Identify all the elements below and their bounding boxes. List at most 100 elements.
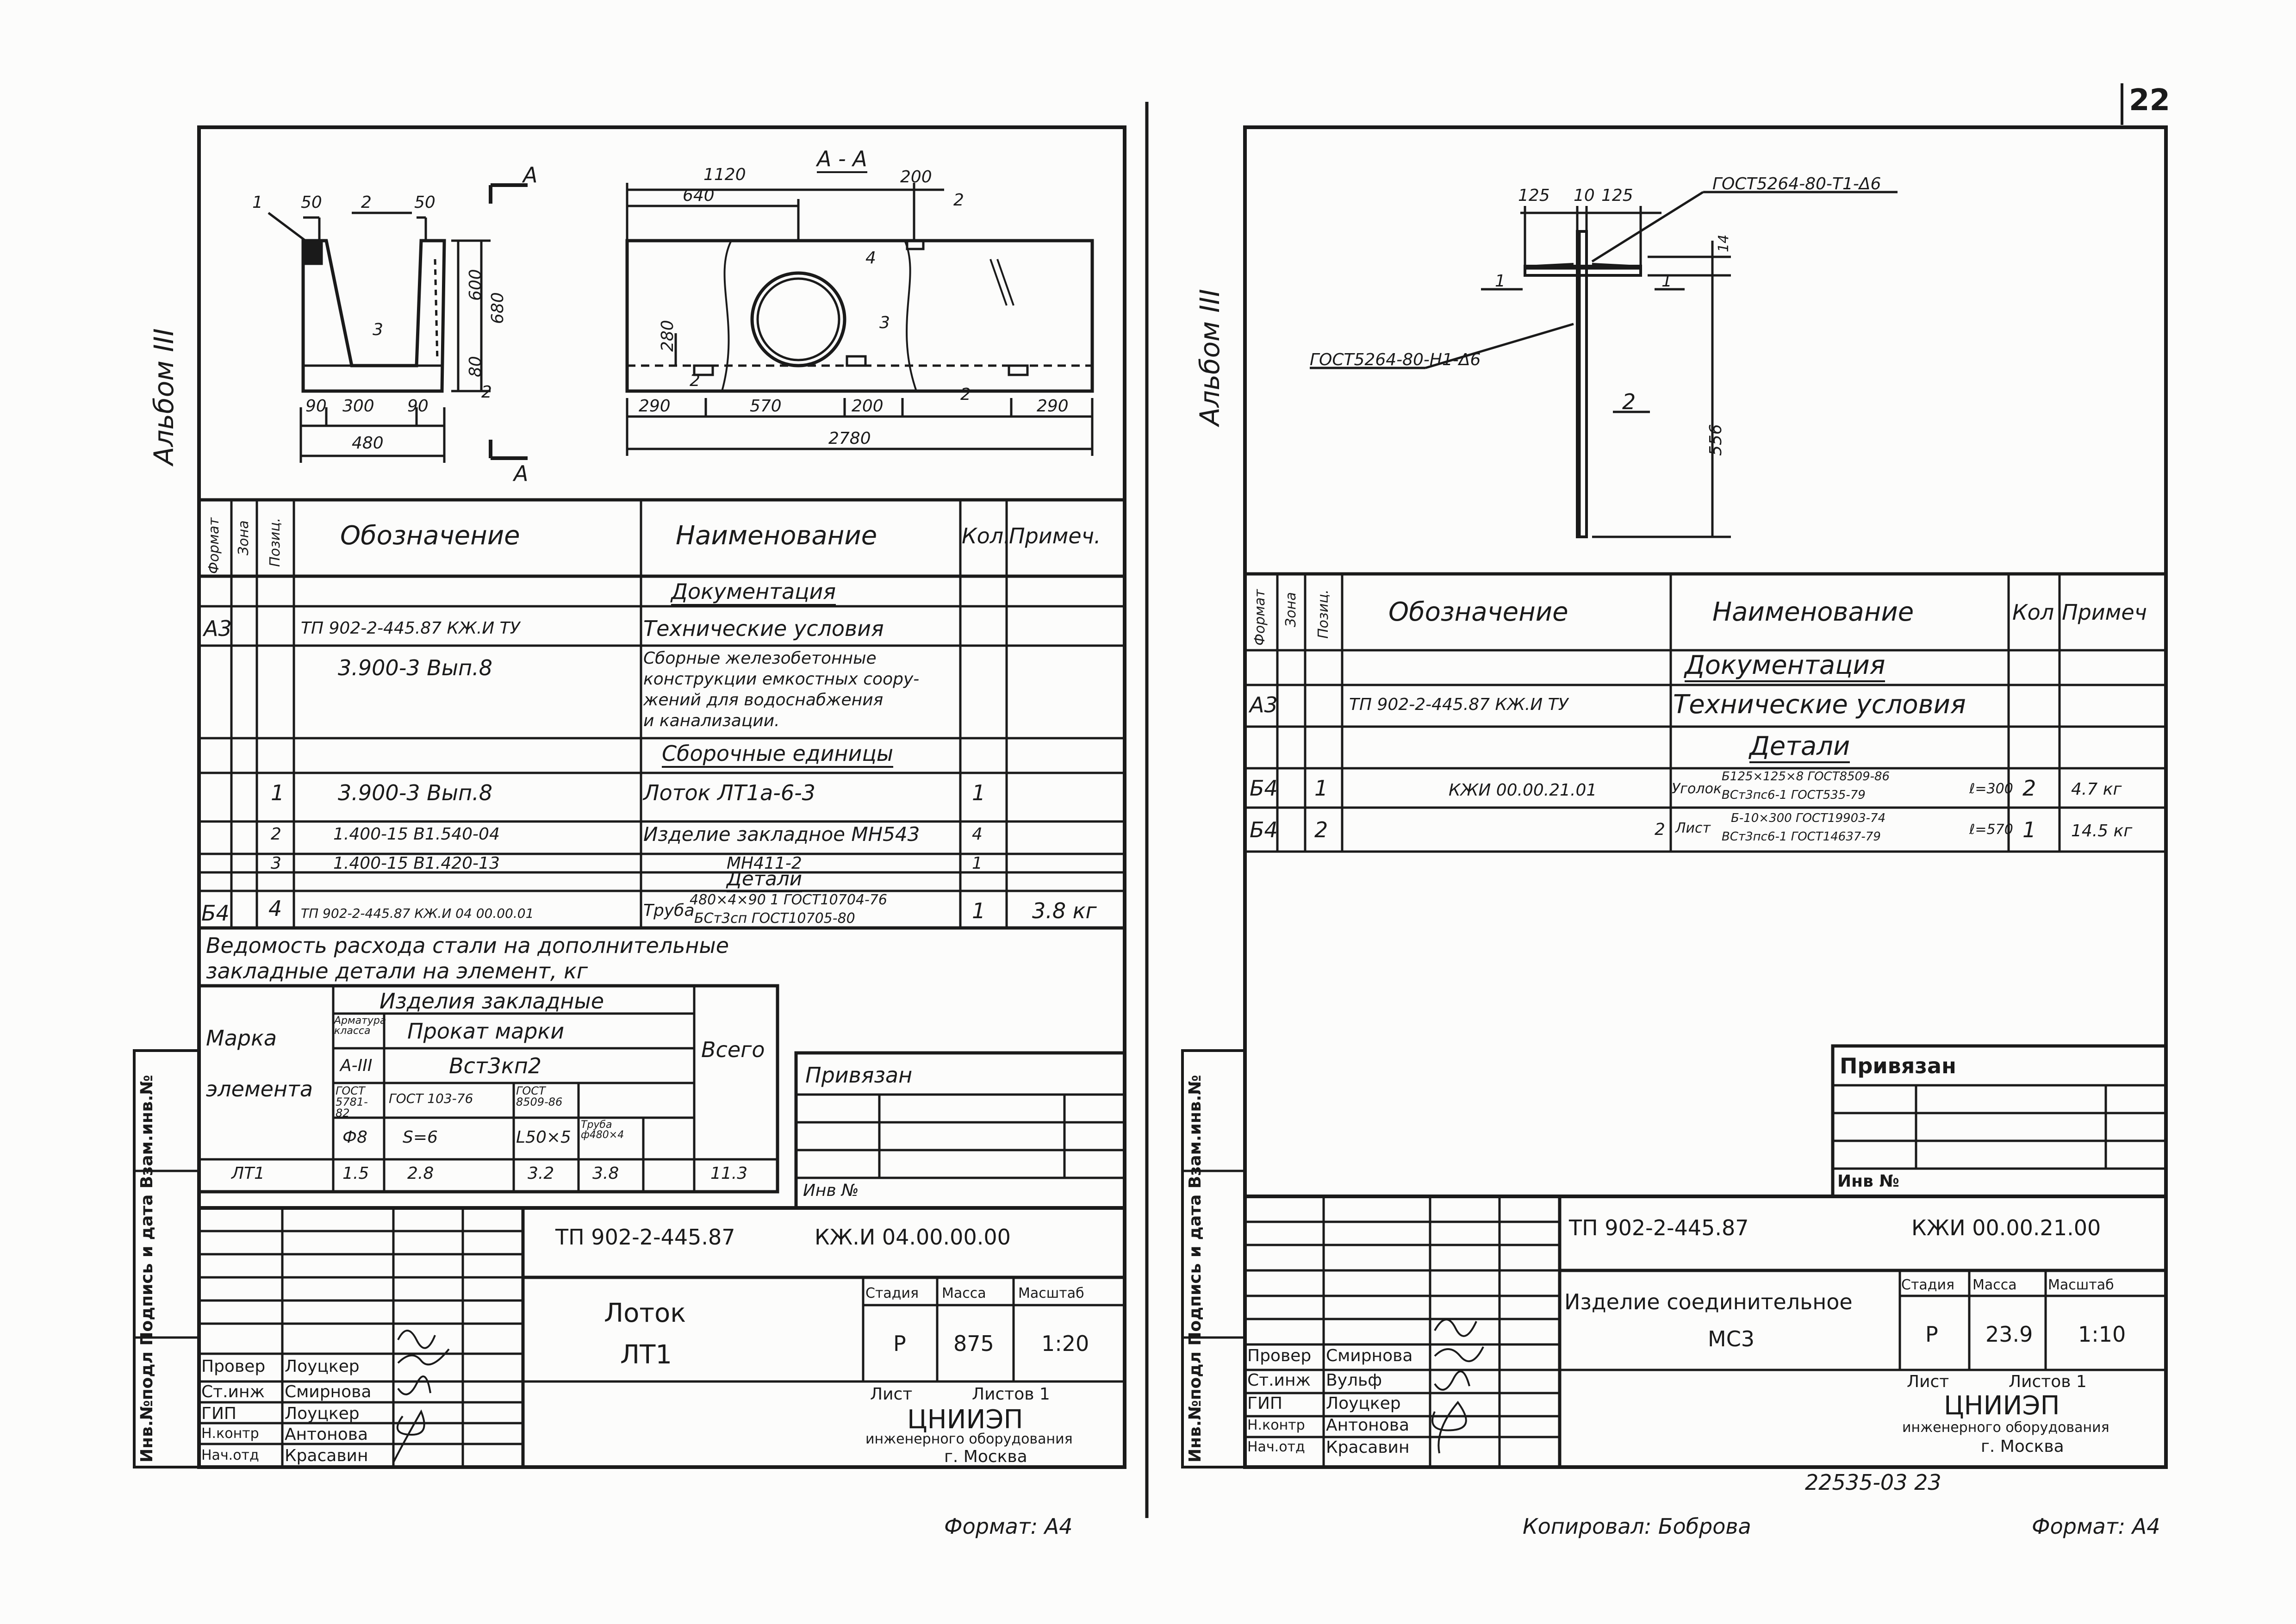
spec-cell: БСт3сп ГОСТ10705-80 <box>694 910 855 927</box>
spec-header-position: Позиц. <box>1315 589 1332 639</box>
spec-section-details: Детали <box>1749 734 1850 763</box>
dim-label: 3 <box>879 313 890 332</box>
left-title-block-grid <box>199 1206 1125 1467</box>
spec-cell: Изделие закладное МН543 <box>643 823 920 846</box>
spec-cell: ВСт3пс6-1 ГОСТ535-79 <box>1722 788 1866 802</box>
steel-cell: S=6 <box>403 1128 438 1147</box>
right-spec-grid <box>1245 572 2166 853</box>
dim-label: 290 <box>639 397 671 416</box>
steel-cell: Ф8 <box>342 1128 367 1147</box>
spec-cell: Б4 <box>201 901 230 926</box>
scale-header: Масштаб <box>1018 1285 1084 1301</box>
spec-cell: 2 <box>1314 817 1328 842</box>
steel-cell: Вст3кп2 <box>449 1053 542 1078</box>
dim-label: 4 <box>865 249 876 268</box>
spec-cell: 4 <box>972 825 983 844</box>
inv-label: Инв № <box>803 1181 859 1200</box>
sheets-label: Листов 1 <box>2009 1372 2087 1391</box>
copied-by: Копировал: Боброва <box>1523 1514 1751 1539</box>
steel-cell: Прокат марки <box>407 1019 565 1044</box>
elevation-title: А - А <box>817 148 867 173</box>
mass-header: Масса <box>942 1285 986 1301</box>
sheet-code: КЖИ 00.00.21.00 <box>1911 1215 2101 1240</box>
stage-value: Р <box>893 1331 906 1356</box>
org-name: ЦНИИЭП <box>1944 1391 2060 1421</box>
spec-cell: ℓ=570 <box>1969 821 2013 838</box>
role-label: Нач.отд <box>201 1447 259 1463</box>
steel-cell: ЛТ1 <box>231 1164 265 1183</box>
left-format-label: Формат: А4 <box>944 1514 1073 1539</box>
dim-label: 1 <box>1661 272 1672 291</box>
doc-code: ТП 902-2-445.87 <box>1569 1215 1749 1240</box>
right-title-block-grid <box>1245 1195 2166 1467</box>
dim-label: 2 <box>690 371 700 390</box>
spec-cell: 1 <box>271 780 285 805</box>
role-name: Лоуцкер <box>1326 1394 1401 1413</box>
spec-cell: 1 <box>1314 776 1328 801</box>
role-name: Смирнова <box>1326 1346 1413 1365</box>
role-label: Нач.отд <box>1247 1439 1305 1455</box>
connector-part-drawing <box>1310 191 1898 538</box>
dim-label: 50 <box>414 193 436 212</box>
spec-header-name: Наименование <box>676 521 877 551</box>
org-city: г. Москва <box>944 1447 1027 1466</box>
spec-cell: 2 <box>2022 776 2036 801</box>
role-label: Н.контр <box>1247 1417 1305 1433</box>
spec-header-format: Формат <box>206 517 222 574</box>
steel-cell: L50×5 <box>516 1128 571 1147</box>
org-name: ЦНИИЭП <box>907 1405 1023 1435</box>
spec-cell: Б125×125×8 ГОСТ8509-86 <box>1722 770 1890 784</box>
dim-label: 1120 <box>703 165 746 184</box>
mass-value: 875 <box>953 1331 994 1356</box>
role-label: Ст.инж <box>201 1382 265 1401</box>
role-name: Антонова <box>1326 1416 1409 1435</box>
dim-label: 50 <box>301 193 322 212</box>
dim-label: 125 <box>1601 186 1633 205</box>
spec-cell: Труба <box>643 901 695 920</box>
archive-number: 22535-03 23 <box>1805 1470 1941 1495</box>
spec-cell: 2 <box>271 825 281 844</box>
spec-header-name: Наименование <box>1712 597 1914 627</box>
channel-section-drawing <box>268 183 528 463</box>
role-name: Антонова <box>285 1425 368 1444</box>
steel-cell: ГОСТ 103-76 <box>389 1091 473 1106</box>
steel-table-grid <box>197 984 779 1194</box>
steel-title: Ведомость расхода стали на дополнительны… <box>206 933 729 958</box>
spec-section-docs: Документация <box>1685 653 1885 682</box>
right-side-stamp-labels: Инв.№подл Подпись и дата Взам.инв.№ <box>1186 1075 1205 1462</box>
org-sub: инженерного оборудования <box>1902 1419 2109 1436</box>
steel-cell: элемента <box>206 1076 313 1101</box>
spec-cell: Б-10×300 ГОСТ19903-74 <box>1731 811 1886 825</box>
product-code: МС3 <box>1708 1326 1755 1351</box>
channel-elevation-drawing <box>625 183 1094 456</box>
spec-cell: Уголок <box>1672 781 1722 797</box>
spec-cell: и канализации. <box>643 711 780 730</box>
sheet-label: Лист <box>1907 1372 1949 1391</box>
steel-cell: ГОСТ 5781-82 <box>336 1084 368 1120</box>
role-label: Провер <box>201 1357 266 1376</box>
role-label: ГИП <box>201 1404 236 1423</box>
product-name: Изделие соединительное <box>1564 1289 1853 1314</box>
dim-label: 10 <box>1574 186 1595 205</box>
steel-cell: 1.5 <box>342 1164 369 1183</box>
role-name: Лоуцкер <box>285 1357 360 1376</box>
spec-cell: ТП 902-2-445.87 КЖ.И ТУ <box>301 619 520 638</box>
spec-cell: Сборные железобетонные <box>643 649 877 668</box>
role-label: Н.контр <box>201 1425 259 1442</box>
dim-label: 2780 <box>828 429 871 448</box>
section-mark-a: A <box>523 162 538 187</box>
spec-cell: 1.400-15 В1.540-04 <box>333 825 500 844</box>
left-spec-grid <box>199 500 1125 930</box>
steel-cell: А-III <box>340 1056 373 1075</box>
dim-label: 570 <box>750 397 782 416</box>
right-album-label: Альбом III <box>1194 289 1226 426</box>
sheet-code: КЖ.И 04.00.00.00 <box>815 1225 1011 1250</box>
left-privyazan-grid <box>794 1051 1126 1210</box>
mass-header: Масса <box>1972 1277 2017 1293</box>
stage-value: Р <box>1925 1322 1938 1347</box>
steel-title: закладные детали на элемент, кг <box>206 958 588 983</box>
product-name: Лоток <box>604 1298 686 1328</box>
spec-cell: КЖИ 00.00.21.01 <box>1449 781 1597 800</box>
spec-section-assemblies: Сборочные единицы <box>662 743 894 768</box>
spec-cell: 14.5 кг <box>2071 821 2133 840</box>
